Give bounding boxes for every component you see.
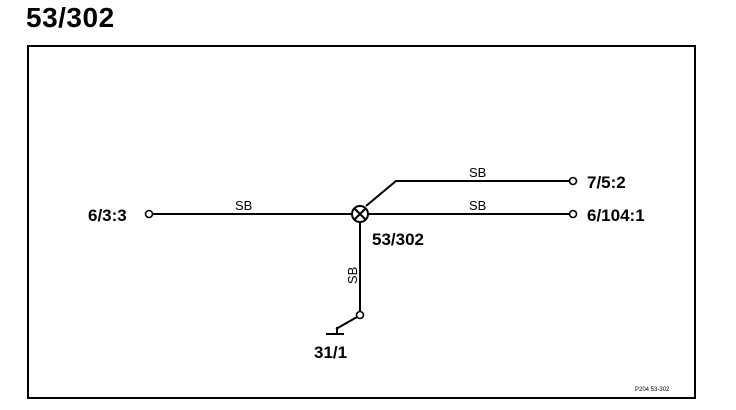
terminal-right-top-label: 7/5:2 — [587, 173, 626, 192]
page-title: 53/302 — [26, 2, 115, 33]
ground-label: 31/1 — [314, 343, 347, 362]
wire-color-right-top: SB — [469, 165, 486, 180]
terminal-right-mid-label: 6/104:1 — [587, 206, 645, 225]
terminal-right-top-icon — [568, 176, 578, 186]
terminal-left-label: 6/3:3 — [88, 206, 127, 225]
wire-color-left: SB — [235, 198, 252, 213]
splice-icon — [351, 205, 369, 223]
reference-code: P204 53-302 — [635, 387, 670, 393]
diagram-frame — [27, 45, 696, 399]
wire-color-down: SB — [345, 267, 360, 284]
wire-right-top — [365, 180, 569, 207]
terminal-right-mid-icon — [568, 209, 578, 219]
wire-color-right-mid: SB — [469, 198, 486, 213]
splice-label: 53/302 — [372, 230, 424, 249]
terminal-left-icon — [144, 209, 154, 219]
ground-switch-icon — [326, 310, 365, 335]
